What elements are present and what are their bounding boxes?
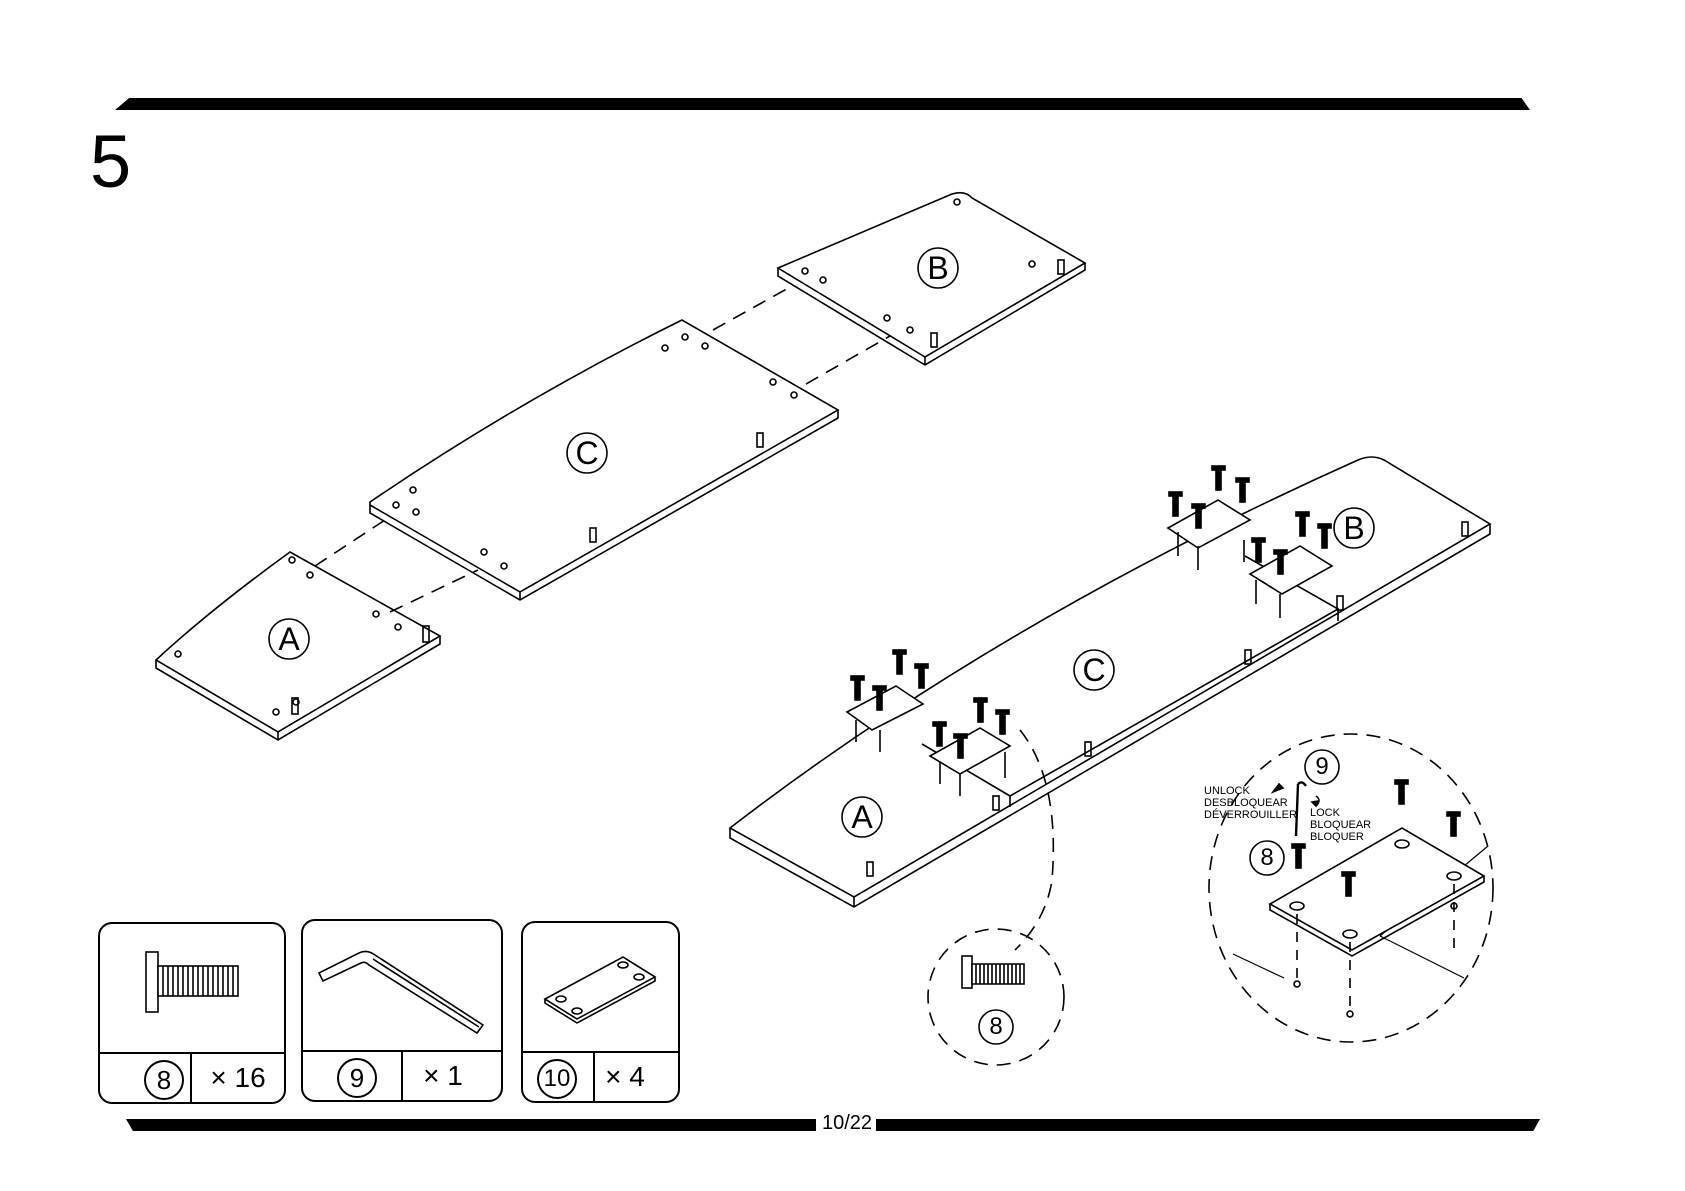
bottom-rule-right <box>876 1119 1540 1131</box>
detail-screw-number-large: 8 <box>1252 844 1282 872</box>
connector-plate-icon <box>523 923 678 1051</box>
part-quantity-9: × 1 <box>403 1052 483 1100</box>
panel-label-c-assembled: C <box>1074 652 1114 688</box>
panel-label-b-exploded: B <box>918 250 958 286</box>
allen-key-icon <box>303 921 501 1049</box>
panel-label-b-assembled: B <box>1334 510 1374 546</box>
screw-icon <box>100 924 284 1052</box>
panel-label-a-assembled: A <box>842 799 882 835</box>
part-number-10: 10 <box>537 1059 577 1099</box>
part-number-9: 9 <box>337 1058 377 1098</box>
panel-label-a-exploded: A <box>269 621 309 657</box>
part-box-allen-key: 9 × 1 <box>301 919 503 1102</box>
bottom-rule-left <box>126 1119 816 1131</box>
panel-label-c-exploded: C <box>567 435 607 471</box>
page-number: 10/22 <box>818 1111 876 1135</box>
unlock-label: UNLOCK DESBLOQUEAR DÉVERROUILLER <box>1204 785 1297 821</box>
part-box-connector-plate: 10 × 4 <box>521 921 680 1103</box>
detail-key-number: 9 <box>1307 753 1337 781</box>
part-quantity-10: × 4 <box>595 1053 655 1101</box>
detail-screw-number: 8 <box>981 1013 1011 1041</box>
lock-label: LOCK BLOQUEAR BLOQUER <box>1310 807 1371 843</box>
part-number-8: 8 <box>144 1060 184 1100</box>
part-box-screw: 8 × 16 <box>98 922 286 1104</box>
screw-icon-detail <box>962 956 1024 988</box>
part-quantity-8: × 16 <box>192 1054 284 1102</box>
